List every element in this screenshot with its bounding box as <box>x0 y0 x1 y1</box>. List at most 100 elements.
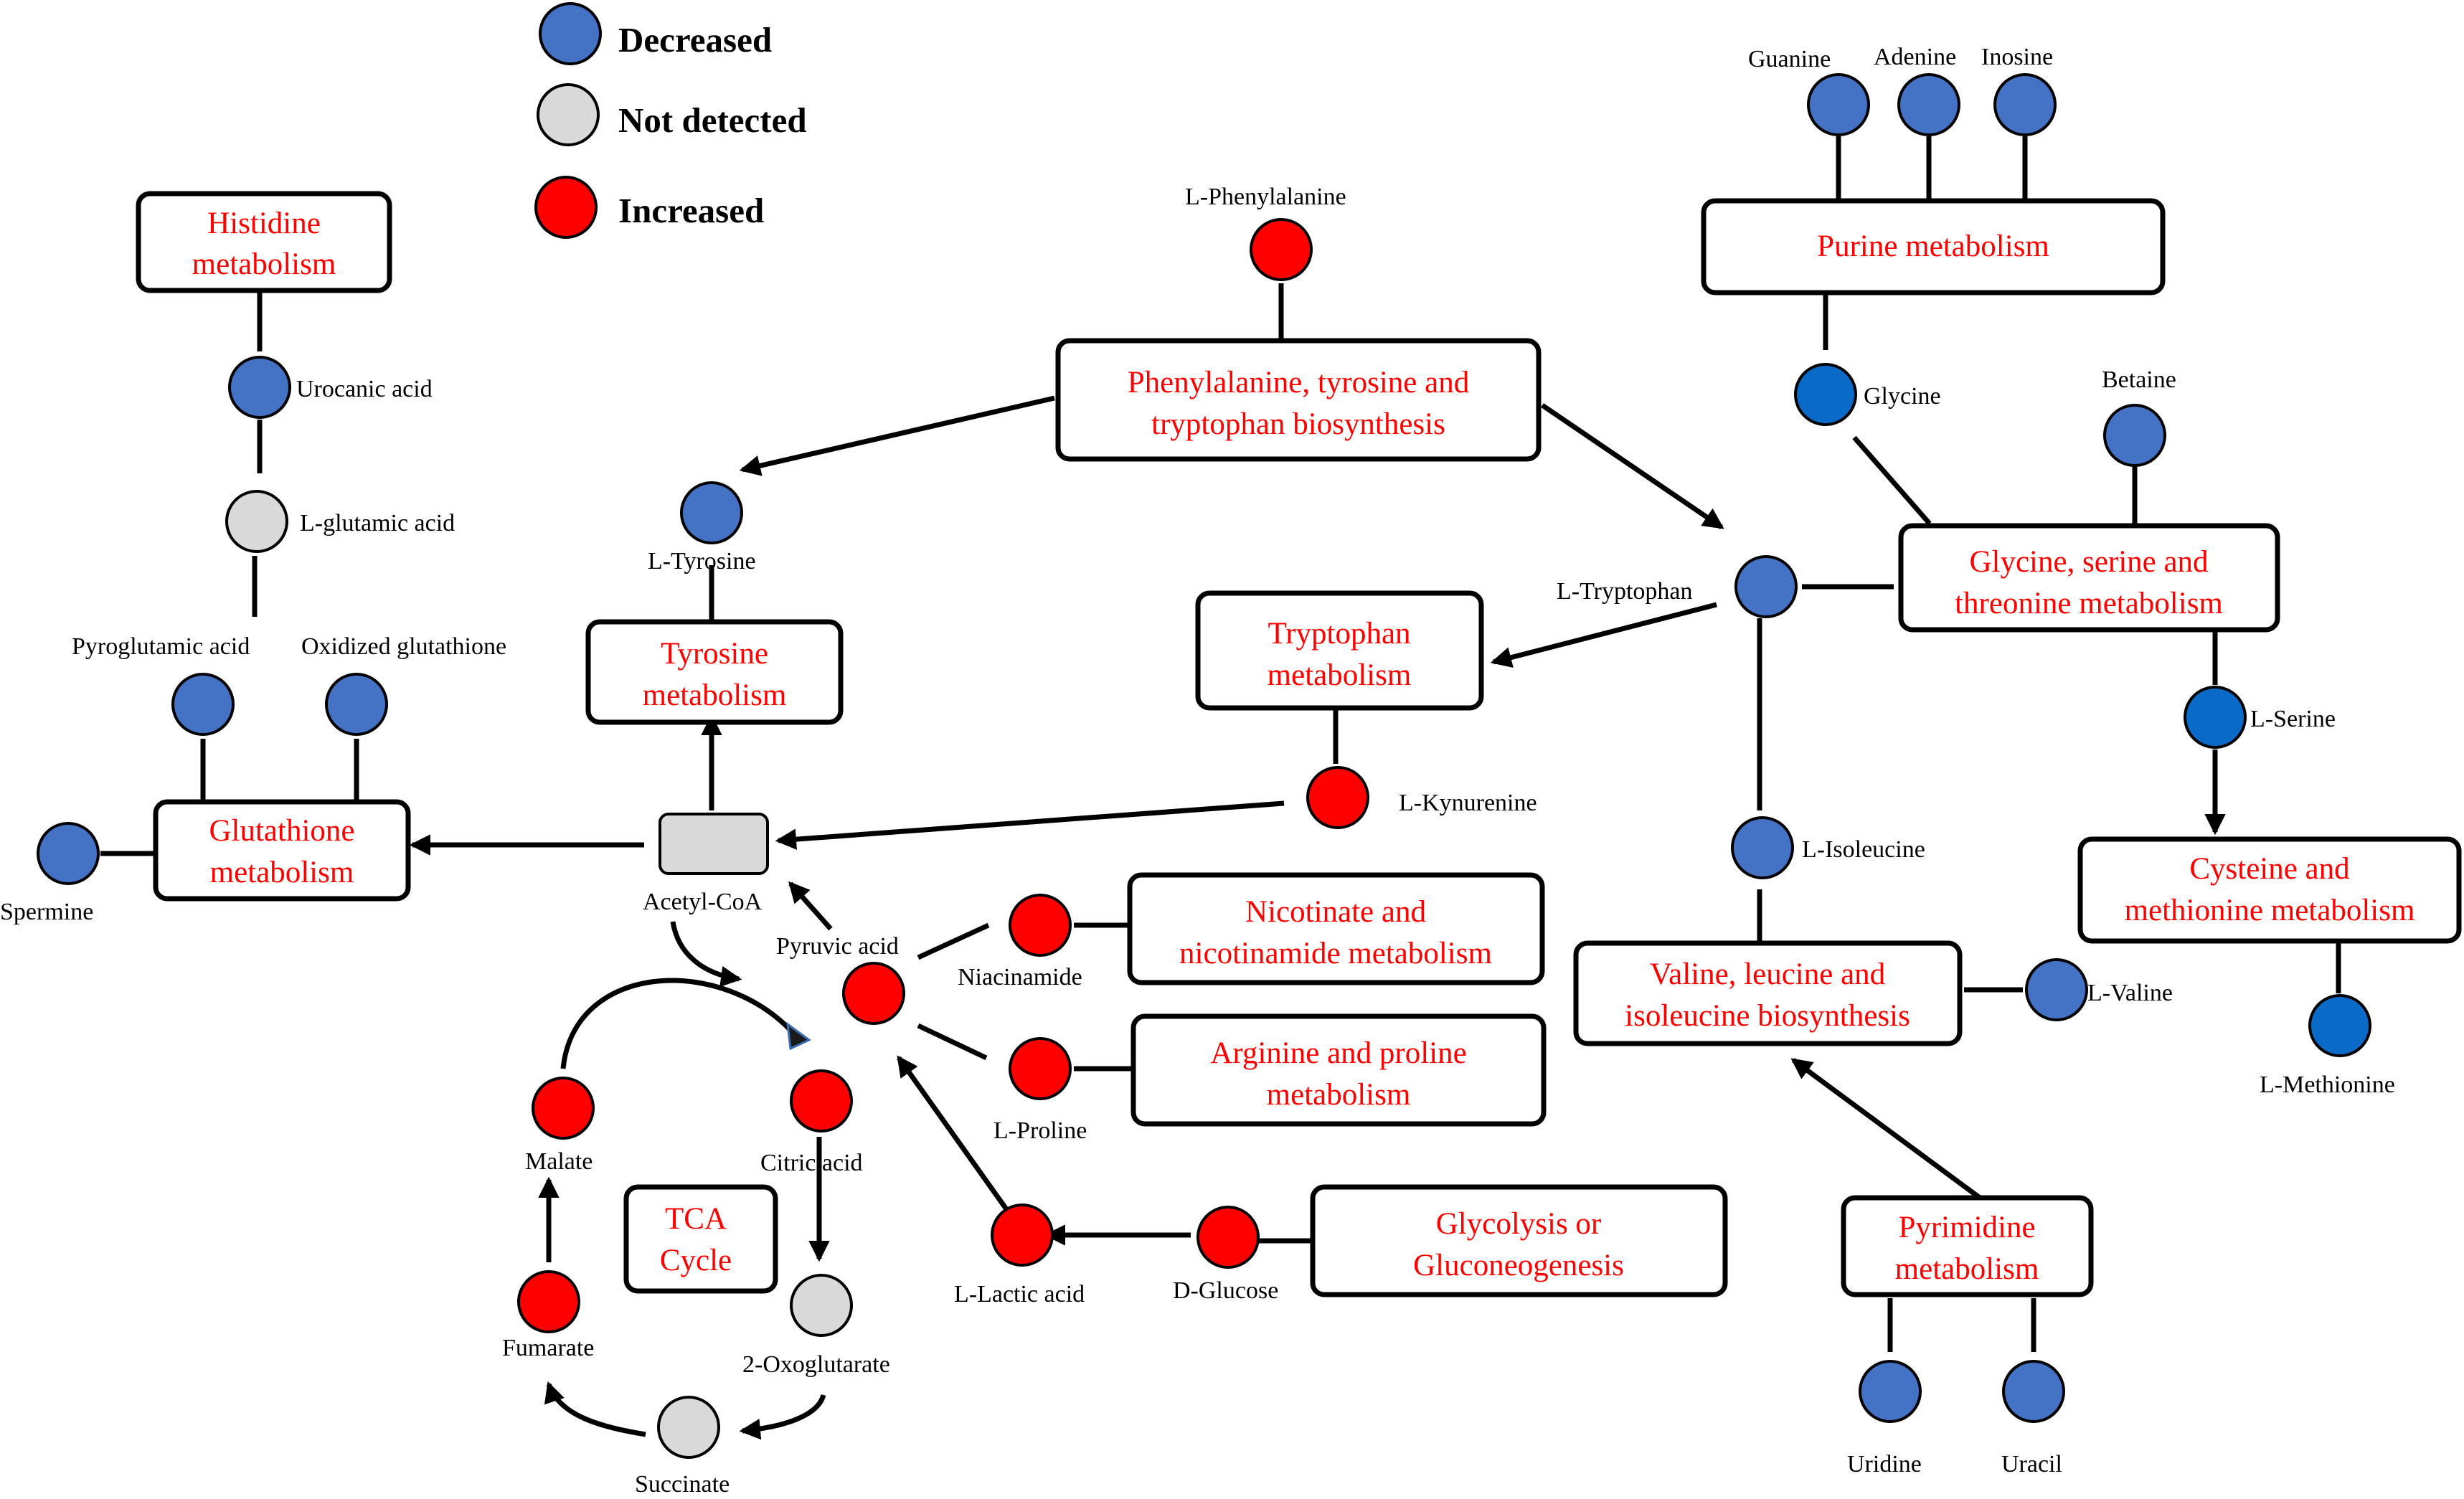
label-l-methionine: L-Methionine <box>2260 1072 2395 1098</box>
label-glycine: Glycine <box>1864 383 1941 410</box>
node-l-isoleucine <box>1731 816 1794 879</box>
legend-label-decreased: Decreased <box>618 20 772 60</box>
svg-text:Histidine: Histidine <box>207 207 321 240</box>
svg-text:Tyrosine: Tyrosine <box>661 637 768 671</box>
node-acetyl-coa <box>659 813 769 875</box>
svg-text:metabolism: metabolism <box>210 856 354 889</box>
pathway-box-phe-tyr-trp: Phenylalanine, tyrosine and tryptophan b… <box>1055 338 1542 462</box>
label-guanine: Guanine <box>1748 46 1831 72</box>
pathway-box-gly-ser-thr: Glycine, serine and threonine metabolism <box>1898 523 2280 633</box>
node-uridine <box>1859 1360 1922 1423</box>
node-l-methionine <box>2308 994 2371 1057</box>
label-spermine: Spermine <box>0 899 93 925</box>
node-l-phenylalanine <box>1250 218 1313 281</box>
svg-text:tryptophan biosynthesis: tryptophan biosynthesis <box>1151 407 1445 441</box>
svg-text:metabolism: metabolism <box>1267 1078 1411 1112</box>
label-adenine: Adenine <box>1874 44 1956 70</box>
node-uracil <box>2002 1360 2065 1423</box>
legend-swatch-not-detected <box>537 83 600 146</box>
pathway-box-val-leu-ile: Valine, leucine and isoleucine biosynthe… <box>1573 940 1963 1046</box>
label-malate: Malate <box>525 1148 593 1175</box>
node-pyroglutamic-acid <box>171 673 235 736</box>
svg-text:Cysteine and: Cysteine and <box>2189 852 2349 886</box>
svg-text:metabolism: metabolism <box>1895 1252 2039 1286</box>
node-citric-acid <box>790 1069 853 1132</box>
pathway-box-glutathione: Glutathione metabolism <box>153 799 411 902</box>
connectors <box>100 136 2341 1352</box>
node-d-glucose <box>1196 1206 1260 1269</box>
pathway-box-purine: Purine metabolism <box>1701 198 2166 295</box>
node-guanine <box>1807 73 1870 136</box>
svg-text:isoleucine biosynthesis: isoleucine biosynthesis <box>1625 999 1910 1033</box>
label-l-tyrosine: L-Tyrosine <box>648 548 756 574</box>
arrows <box>409 395 2226 1440</box>
label-l-glutamic-acid: L-glutamic acid <box>300 510 455 536</box>
svg-text:Glycolysis or: Glycolysis or <box>1436 1207 1602 1241</box>
node-betaine <box>2103 404 2166 467</box>
pathway-box-nicotinate: Nicotinate and nicotinamide metabolism <box>1127 872 1545 985</box>
pathway-box-pyrimidine: Pyrimidine metabolism <box>1841 1195 2094 1297</box>
pathway-box-tyrosine: Tyrosine metabolism <box>585 619 844 725</box>
node-l-glutamic-acid <box>225 490 288 553</box>
legend-swatch-increased <box>534 176 598 239</box>
label-l-phenylalanine: L-Phenylalanine <box>1185 184 1346 210</box>
svg-text:nicotinamide metabolism: nicotinamide metabolism <box>1179 937 1492 970</box>
label-betaine: Betaine <box>2102 367 2176 393</box>
pathway-box-cys-met: Cysteine and methionine metabolism <box>2077 836 2462 944</box>
node-malate <box>532 1077 595 1140</box>
pathway-box-histidine: Histidine metabolism <box>136 191 392 293</box>
label-l-isoleucine: L-Isoleucine <box>1802 836 1925 863</box>
node-l-kynurenine <box>1306 766 1369 829</box>
pathway-box-arg-pro: Arginine and proline metabolism <box>1130 1013 1547 1127</box>
svg-text:metabolism: metabolism <box>643 678 787 712</box>
label-d-glucose: D-Glucose <box>1173 1277 1278 1304</box>
label-succinate: Succinate <box>635 1471 730 1495</box>
node-spermine <box>37 822 100 885</box>
node-pyruvic-acid <box>842 962 905 1025</box>
svg-text:Glycine, serine and: Glycine, serine and <box>1969 545 2208 579</box>
label-l-lactic-acid: L-Lactic acid <box>954 1281 1085 1308</box>
node-l-tyrosine <box>680 481 743 544</box>
label-l-tryptophan: L-Tryptophan <box>1557 578 1693 605</box>
svg-text:Tryptophan: Tryptophan <box>1268 617 1410 651</box>
svg-text:Nicotinate and: Nicotinate and <box>1245 895 1426 929</box>
svg-text:metabolism: metabolism <box>1268 658 1412 692</box>
svg-text:Glutathione: Glutathione <box>209 814 354 848</box>
label-uridine: Uridine <box>1847 1451 1922 1477</box>
node-inosine <box>1993 73 2057 136</box>
node-fumarate <box>517 1270 580 1333</box>
node-succinate <box>657 1396 720 1459</box>
legend-swatch-decreased <box>539 2 602 65</box>
tca-inner-arrowhead <box>786 1021 811 1051</box>
node-niacinamide <box>1009 894 1072 957</box>
metabolites: Urocanic acid L-glutamic acid Pyroglutam… <box>0 44 2395 1498</box>
svg-text:methionine metabolism: methionine metabolism <box>2125 894 2415 927</box>
label-pyruvic-acid: Pyruvic acid <box>776 933 899 960</box>
legend-label-not-detected: Not detected <box>618 100 807 140</box>
label-citric-acid: Citric acid <box>760 1150 863 1176</box>
label-l-proline: L-Proline <box>993 1117 1087 1144</box>
svg-text:Arginine and proline: Arginine and proline <box>1210 1036 1466 1070</box>
legend-label-increased: Increased <box>618 191 764 230</box>
node-urocanic-acid <box>228 356 291 419</box>
pathway-box-tca: TCA Cycle <box>623 1184 778 1294</box>
label-l-valine: L-Valine <box>2087 980 2173 1006</box>
label-l-serine: L-Serine <box>2250 706 2336 732</box>
svg-text:threonine metabolism: threonine metabolism <box>1955 587 2223 620</box>
svg-text:Valine, leucine and: Valine, leucine and <box>1650 957 1885 991</box>
svg-text:Cycle: Cycle <box>660 1244 732 1277</box>
pathway-box-glycolysis: Glycolysis or Gluconeogenesis <box>1310 1184 1728 1297</box>
svg-text:Purine metabolism: Purine metabolism <box>1817 230 2049 263</box>
node-l-proline <box>1009 1037 1072 1100</box>
node-l-serine <box>2184 686 2247 749</box>
label-fumarate: Fumarate <box>502 1335 594 1361</box>
label-acetyl-coa: Acetyl-CoA <box>643 889 763 915</box>
label-l-kynurenine: L-Kynurenine <box>1399 790 1537 816</box>
node-l-tryptophan <box>1734 555 1798 618</box>
node-l-valine <box>2025 958 2088 1021</box>
svg-text:metabolism: metabolism <box>192 247 336 281</box>
pathway-box-tryptophan: Tryptophan metabolism <box>1195 590 1484 711</box>
svg-text:Pyrimidine: Pyrimidine <box>1898 1211 2035 1244</box>
node-glycine <box>1794 363 1857 426</box>
